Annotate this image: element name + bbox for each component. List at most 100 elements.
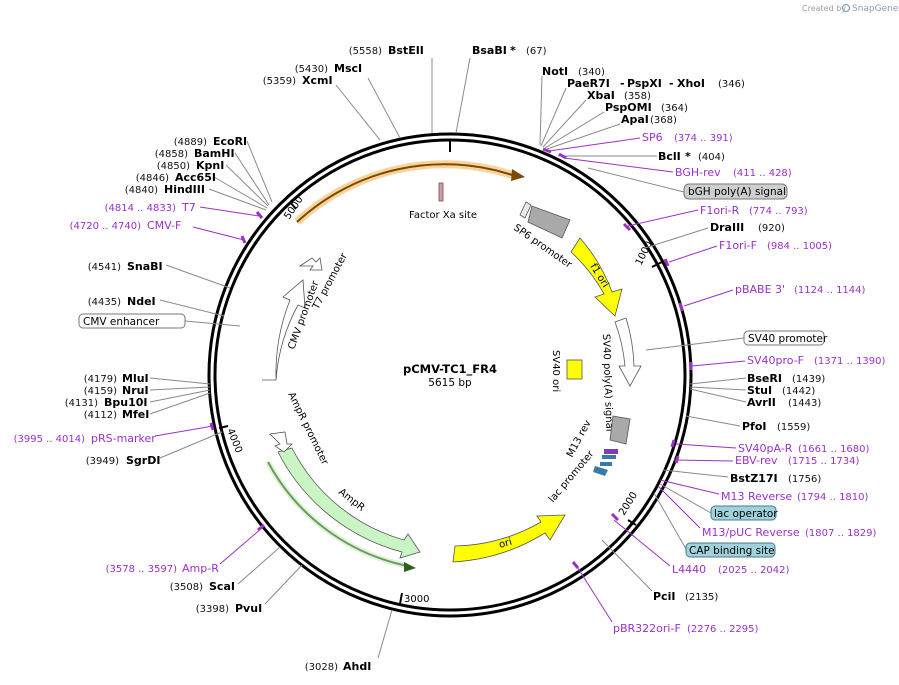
bseri-pos: (1439) (792, 374, 825, 385)
tick-2000 (627, 519, 637, 526)
snabi-name: SnaBI (127, 260, 163, 273)
credit-brand: SnapGene (852, 4, 899, 14)
bgh-polya-label: bGH poly(A) signal (688, 186, 786, 198)
nrui-pos: (4159) (84, 386, 117, 397)
cap-site-label: CAP binding site (689, 545, 775, 557)
pspxi-name: PspXI (627, 77, 662, 90)
sp6-leader (548, 137, 641, 152)
l4440-name: L4440 (672, 563, 706, 576)
ecori-leader (246, 140, 273, 203)
cap-site-box (685, 542, 776, 558)
ebvrev-mark (674, 455, 680, 464)
bcli-pos: (404) (698, 152, 725, 163)
ori-label: ori (498, 537, 514, 551)
lacop-leader (659, 483, 712, 514)
cmvf-leader (192, 226, 245, 241)
ebvrev-pos: (1715 .. 1734) (788, 456, 860, 467)
scai-name: ScaI (209, 580, 235, 593)
sv40-promoter-box (743, 330, 825, 346)
nrui-leader (149, 386, 211, 391)
sv40-polya-label: SV40 poly(A) signal (600, 334, 614, 432)
gray-block-right (609, 415, 631, 445)
t7-promoter-arrow (298, 257, 323, 271)
f1orir-name: F1ori-R (700, 204, 740, 217)
ori-arrow (452, 514, 566, 563)
mfei-pos: (4112) (84, 410, 117, 421)
bsabi-name: BsaBI (472, 44, 507, 57)
bamhi-pos: (4858) (155, 149, 188, 160)
sp6-promoter-arrow (519, 201, 532, 219)
paer7i-sep2: - (669, 77, 674, 90)
bamhi-leader (234, 152, 270, 206)
apai-leader (546, 123, 621, 150)
pfoi-leader (685, 415, 741, 427)
noti-name: NotI (542, 65, 568, 78)
bcli-name: BclI (658, 150, 681, 163)
bcli-star: * (685, 150, 691, 163)
paer7i-sep1: - (620, 77, 625, 90)
avrii-name: AvrII (747, 396, 776, 409)
sv40-promoter-label: SV40 promoter (748, 333, 828, 345)
bgh-polya-box (683, 183, 788, 200)
orf-arrow (296, 163, 513, 223)
mfei-name: MfeI (122, 408, 149, 421)
pbr322-pos: (2276 .. 2295) (687, 624, 759, 635)
bseri-name: BseRI (747, 372, 782, 385)
lac-block-1 (602, 455, 616, 459)
l4440-mark (610, 512, 620, 522)
hindiii-pos: (4840) (125, 185, 158, 196)
plasmid-name: pCMV-TC1_FR4 (403, 362, 497, 377)
xcmi-leader (335, 84, 381, 141)
apai-pos: (368) (650, 115, 677, 126)
prs-mark (209, 422, 215, 431)
sp6-pos: (374 .. 391) (674, 133, 733, 144)
prs-leader (154, 425, 214, 437)
sv40par-leader (675, 443, 737, 449)
tick-5000 (289, 201, 297, 210)
noti-leader (539, 75, 543, 146)
ecori-name: EcoRI (213, 135, 247, 148)
bpu10i-name: Bpu10I (104, 396, 148, 409)
ampr-direction-head (404, 562, 416, 572)
bgh-polya-block (527, 205, 571, 239)
xbai-leader (542, 99, 587, 148)
pbr322-mark (571, 561, 580, 569)
f1orif-mark (663, 258, 670, 267)
tick-1000 (651, 261, 663, 268)
m13-primer-block (604, 449, 618, 454)
sv40-ori-block (566, 359, 583, 380)
kpni-pos: (4850) (157, 161, 190, 172)
bsteii-pos: (5558) (349, 46, 382, 57)
mfei-leader (149, 392, 211, 415)
paer7i-name: PaeR7I (567, 77, 610, 90)
tick-3000 (399, 592, 403, 605)
m13puc-pos: (1807 .. 1829) (805, 528, 877, 539)
sv40promoter-leader (645, 337, 745, 351)
mlui-pos: (4179) (84, 374, 117, 385)
pcii-name: PciI (653, 590, 675, 603)
lac-block-2 (600, 462, 612, 466)
pbabe-pos: (1124 .. 1144) (794, 285, 866, 296)
bstz17i-name: BstZ17I (730, 472, 778, 485)
stui-name: StuI (747, 384, 772, 397)
ampr-highlight (265, 460, 409, 569)
ebvrev-name: EBV-rev (735, 454, 778, 467)
pbr322-leader (575, 564, 613, 623)
sv40prof-leader (691, 360, 746, 367)
prs-pos: (3995 .. 4014) (14, 434, 86, 445)
bghrev-mark (558, 152, 567, 160)
f1-ori-arrow (570, 237, 623, 317)
sgrdi-pos: (3949) (86, 456, 119, 467)
bstz17i-leader (662, 469, 729, 478)
pbabe-mark (678, 302, 684, 312)
plasmid-length: 5615 bp (428, 377, 472, 389)
mlui-name: MluI (122, 372, 149, 385)
ahdi-name: AhdI (343, 660, 371, 673)
ampr-primer-leader (219, 527, 263, 565)
ahdi-leader (377, 609, 393, 659)
t7-mark (255, 211, 264, 219)
f1orir-leader (627, 209, 699, 227)
bstz17i-pos: (1756) (788, 474, 821, 485)
ampr-promoter-arrow (269, 431, 293, 453)
